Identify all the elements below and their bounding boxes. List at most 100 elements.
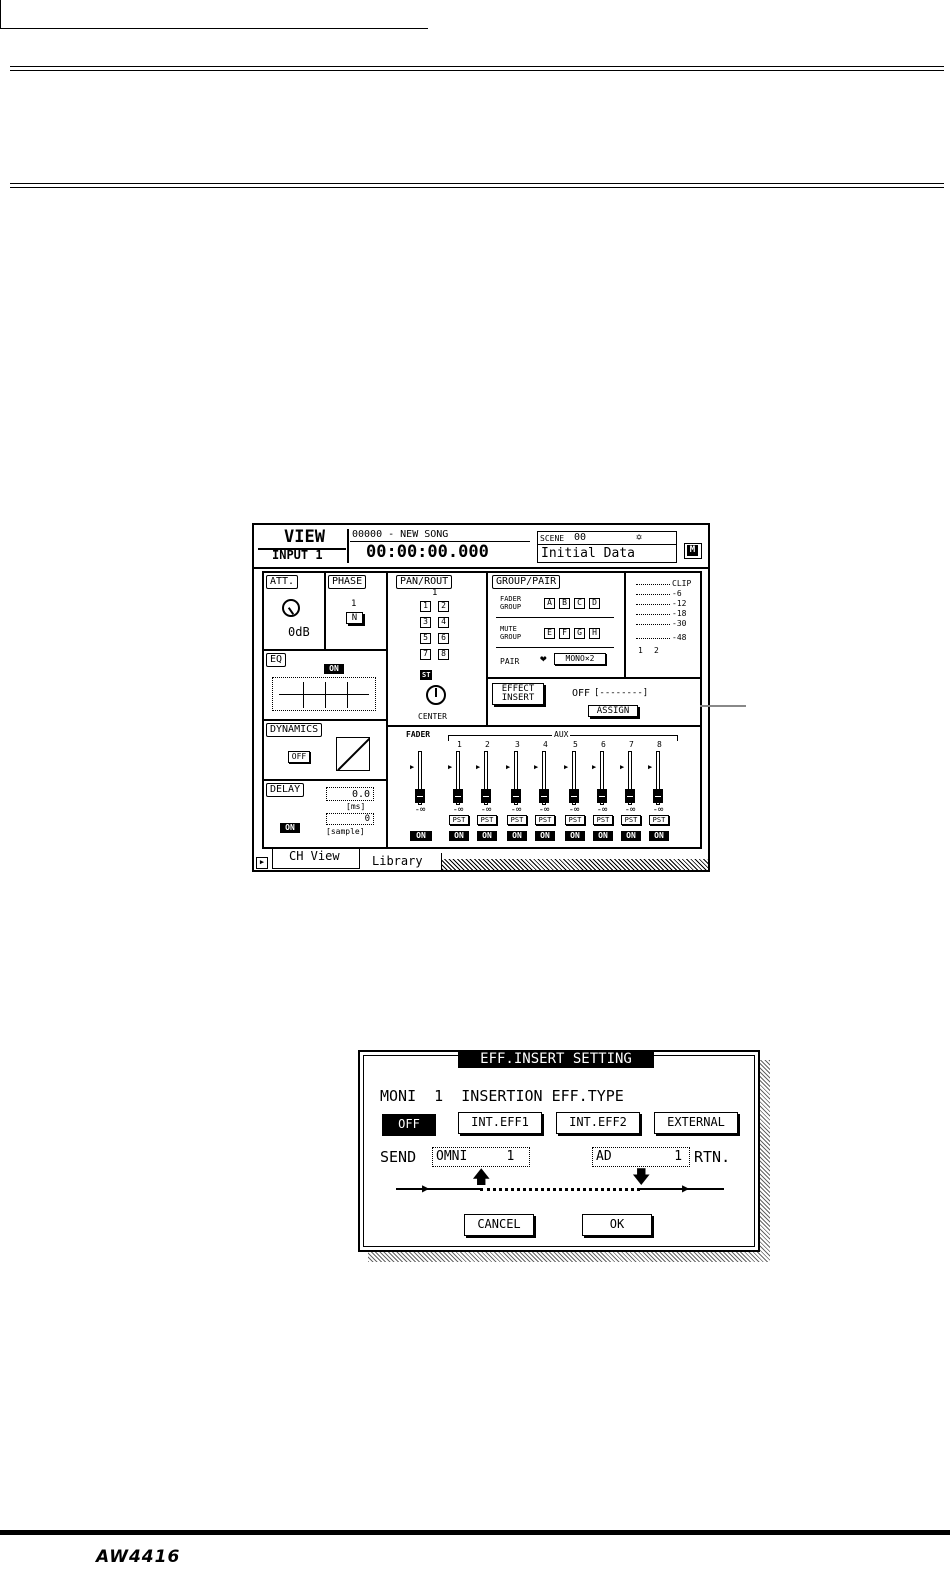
cancel-button[interactable]: CANCEL [464, 1214, 534, 1236]
fader-group-label: FADER GROUP [500, 595, 522, 611]
aux-on-button[interactable]: ON [507, 831, 527, 841]
phase-channel: 1 [351, 599, 357, 609]
mute-group-h[interactable]: H [589, 628, 600, 639]
aux-send-fader[interactable]: ▶-∞ [534, 751, 554, 815]
bus-button-8[interactable]: 8 [438, 649, 449, 660]
fader-arrow-icon: ▶ [620, 763, 625, 771]
off-button[interactable]: OFF [382, 1114, 436, 1136]
meter-scale-label: CLIP [672, 579, 692, 588]
scene-name: Initial Data [541, 546, 635, 561]
aux-send-fader[interactable]: ▶-∞ [476, 751, 496, 815]
aux-pre-post-button[interactable]: PST [449, 815, 469, 825]
mute-group-e[interactable]: E [544, 628, 555, 639]
dynamics-curve-graph[interactable] [336, 737, 370, 771]
aux-on-button[interactable]: ON [535, 831, 555, 841]
aux-send-fader[interactable]: ▶-∞ [564, 751, 584, 815]
fader-track [456, 751, 460, 805]
fader-track [542, 751, 546, 805]
bus-button-3[interactable]: 3 [420, 617, 431, 628]
eq-curve-graph[interactable] [272, 677, 376, 711]
delay-on-button[interactable]: ON [280, 823, 300, 833]
dialog-heading: MONI 1 INSERTION EFF.TYPE [380, 1087, 624, 1105]
mute-group-f[interactable]: F [559, 628, 570, 639]
aux-send-fader[interactable]: ▶-∞ [506, 751, 526, 815]
eq-on-button[interactable]: ON [324, 664, 344, 674]
scene-edit-icon: ✡ [636, 532, 643, 543]
aux-pre-post-button[interactable]: PST [535, 815, 555, 825]
signal-line-right [640, 1188, 724, 1190]
tab-library[interactable]: Library [362, 853, 442, 870]
scene-box[interactable]: SCENE 00 ✡ Initial Data [537, 531, 677, 563]
int-eff2-button[interactable]: INT.EFF2 [556, 1112, 640, 1134]
pan-value: CENTER [418, 712, 447, 721]
tab-bar-fill [440, 859, 708, 870]
meter-channel-label: 2 [654, 646, 659, 655]
flow-arrow-icon-1: ▶ [422, 1181, 430, 1195]
tab-ch-view[interactable]: CH View [272, 849, 360, 869]
scene-divider [538, 544, 676, 545]
assign-button[interactable]: ASSIGN [588, 705, 638, 717]
bus-button-4[interactable]: 4 [438, 617, 449, 628]
mute-group-g[interactable]: G [574, 628, 585, 639]
aux-pre-post-button[interactable]: PST [477, 815, 497, 825]
aux-on-button[interactable]: ON [565, 831, 585, 841]
fader-cap [453, 789, 463, 803]
fader-group-d[interactable]: D [589, 598, 600, 609]
main-fader[interactable]: ▶ -∞ [410, 751, 430, 815]
fader-label: FADER [406, 730, 431, 739]
delay-ms-field[interactable]: 0.0 [326, 787, 374, 801]
aux-on-button[interactable]: ON [477, 831, 497, 841]
bus-button-2[interactable]: 2 [438, 601, 449, 612]
fader-track [484, 751, 488, 805]
dynamics-off-button[interactable]: OFF [288, 751, 310, 763]
return-value: AD 1 [596, 1149, 683, 1164]
meter-scale-label: -48 [672, 633, 687, 642]
bus-button-1[interactable]: 1 [420, 601, 431, 612]
aux-on-button[interactable]: ON [649, 831, 669, 841]
aux-send-fader[interactable]: ▶-∞ [620, 751, 640, 815]
m-button[interactable]: M [684, 543, 702, 559]
return-field[interactable]: AD 1 [592, 1147, 690, 1167]
bus-button-6[interactable]: 6 [438, 633, 449, 644]
phase-button[interactable]: N [346, 612, 363, 624]
aux-pre-post-button[interactable]: PST [649, 815, 669, 825]
external-button[interactable]: EXTERNAL [654, 1112, 738, 1134]
aux-pre-post-button[interactable]: PST [621, 815, 641, 825]
bus-button-7[interactable]: 7 [420, 649, 431, 660]
aux-on-button[interactable]: ON [621, 831, 641, 841]
effect-insert-label-line1: EFFECT [501, 684, 535, 694]
fader-group-b[interactable]: B [559, 598, 570, 609]
aux-number: 5 [573, 740, 578, 749]
fader-group-c[interactable]: C [574, 598, 585, 609]
send-field[interactable]: OMNI 1 [432, 1147, 530, 1167]
aux-send-fader[interactable]: ▶-∞ [448, 751, 468, 815]
rtn-label: RTN. [694, 1148, 731, 1166]
signal-line-dotted [480, 1188, 640, 1191]
delay-sample-field[interactable]: 0 [326, 813, 374, 825]
tab-scroll-icon[interactable]: ▶ [256, 857, 268, 869]
aux-pre-post-button[interactable]: PST [593, 815, 613, 825]
pair-mode-button[interactable]: MONO×2 [554, 653, 606, 665]
fader-arrow-icon: ▶ [448, 763, 453, 771]
aux-send-fader[interactable]: ▶-∞ [648, 751, 668, 815]
main-on-button[interactable]: ON [410, 831, 432, 841]
int-eff1-button[interactable]: INT.EFF1 [458, 1112, 542, 1134]
meter-channel-label: 1 [638, 646, 643, 655]
fader-group-a[interactable]: A [544, 598, 555, 609]
aux-pre-post-button[interactable]: PST [507, 815, 527, 825]
aux-on-button[interactable]: ON [449, 831, 469, 841]
stereo-bus-button[interactable]: ST [420, 670, 432, 680]
ok-button[interactable]: OK [582, 1214, 652, 1236]
aux-on-button[interactable]: ON [593, 831, 613, 841]
aux-pre-post-button[interactable]: PST [565, 815, 585, 825]
aux-number: 4 [543, 740, 548, 749]
meter-tick [636, 584, 670, 585]
phase-label: PHASE [328, 575, 367, 589]
header-rule [0, 28, 428, 29]
bus-button-5[interactable]: 5 [420, 633, 431, 644]
aux-send-fader[interactable]: ▶-∞ [592, 751, 612, 815]
pan-knob-icon[interactable] [426, 685, 446, 705]
delay-ms-value: 0.0 [351, 789, 370, 800]
att-knob-icon[interactable] [282, 599, 300, 617]
fader-track [600, 751, 604, 805]
